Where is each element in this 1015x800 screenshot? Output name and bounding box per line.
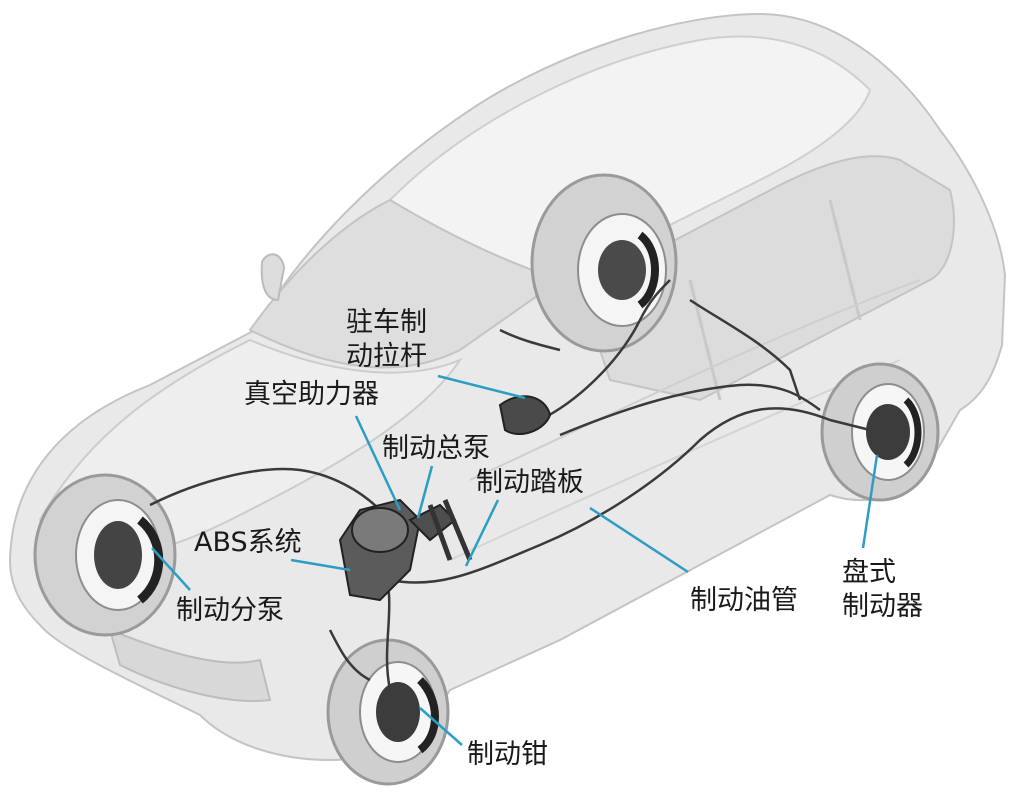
leader-abs bbox=[290, 558, 351, 572]
label-wheel-cylinder: 制动分泵 bbox=[176, 595, 284, 626]
rear-left-wheel bbox=[530, 173, 678, 353]
label-disc-brake: 盘式 制动器 bbox=[842, 556, 923, 624]
label-line: 盘式 bbox=[842, 557, 896, 588]
label-brake-lines: 制动油管 bbox=[690, 585, 798, 616]
leader-lines bbox=[151, 374, 879, 746]
label-vacuum-booster: 真空助力器 bbox=[244, 379, 379, 410]
leader-caliper bbox=[419, 707, 463, 746]
label-line: 制动器 bbox=[842, 591, 923, 622]
leader-disc-brake bbox=[861, 454, 879, 549]
label-line: 驻车制 bbox=[346, 307, 427, 338]
front-left-wheel bbox=[33, 473, 177, 637]
label-master-cylinder: 制动总泵 bbox=[382, 433, 490, 464]
leader-master-cylinder bbox=[416, 465, 434, 519]
label-line: 动拉杆 bbox=[346, 341, 427, 372]
label-brake-pedal: 制动踏板 bbox=[476, 467, 584, 498]
brake-line-network bbox=[149, 279, 871, 691]
label-parking-brake-lever: 驻车制 动拉杆 bbox=[346, 306, 427, 374]
brake-hardware bbox=[338, 395, 552, 602]
car-body bbox=[8, 12, 1007, 762]
label-brake-caliper: 制动钳 bbox=[467, 739, 548, 770]
leader-brake-pedal bbox=[464, 499, 500, 567]
leader-vacuum-booster bbox=[354, 415, 402, 511]
label-abs-system: ABS系统 bbox=[194, 527, 302, 558]
leader-brake-lines bbox=[589, 506, 689, 574]
leader-parking-brake bbox=[437, 374, 526, 400]
rear-right-wheel bbox=[820, 362, 940, 502]
leader-wheel-cylinder bbox=[151, 547, 191, 591]
front-right-wheel bbox=[326, 638, 450, 786]
